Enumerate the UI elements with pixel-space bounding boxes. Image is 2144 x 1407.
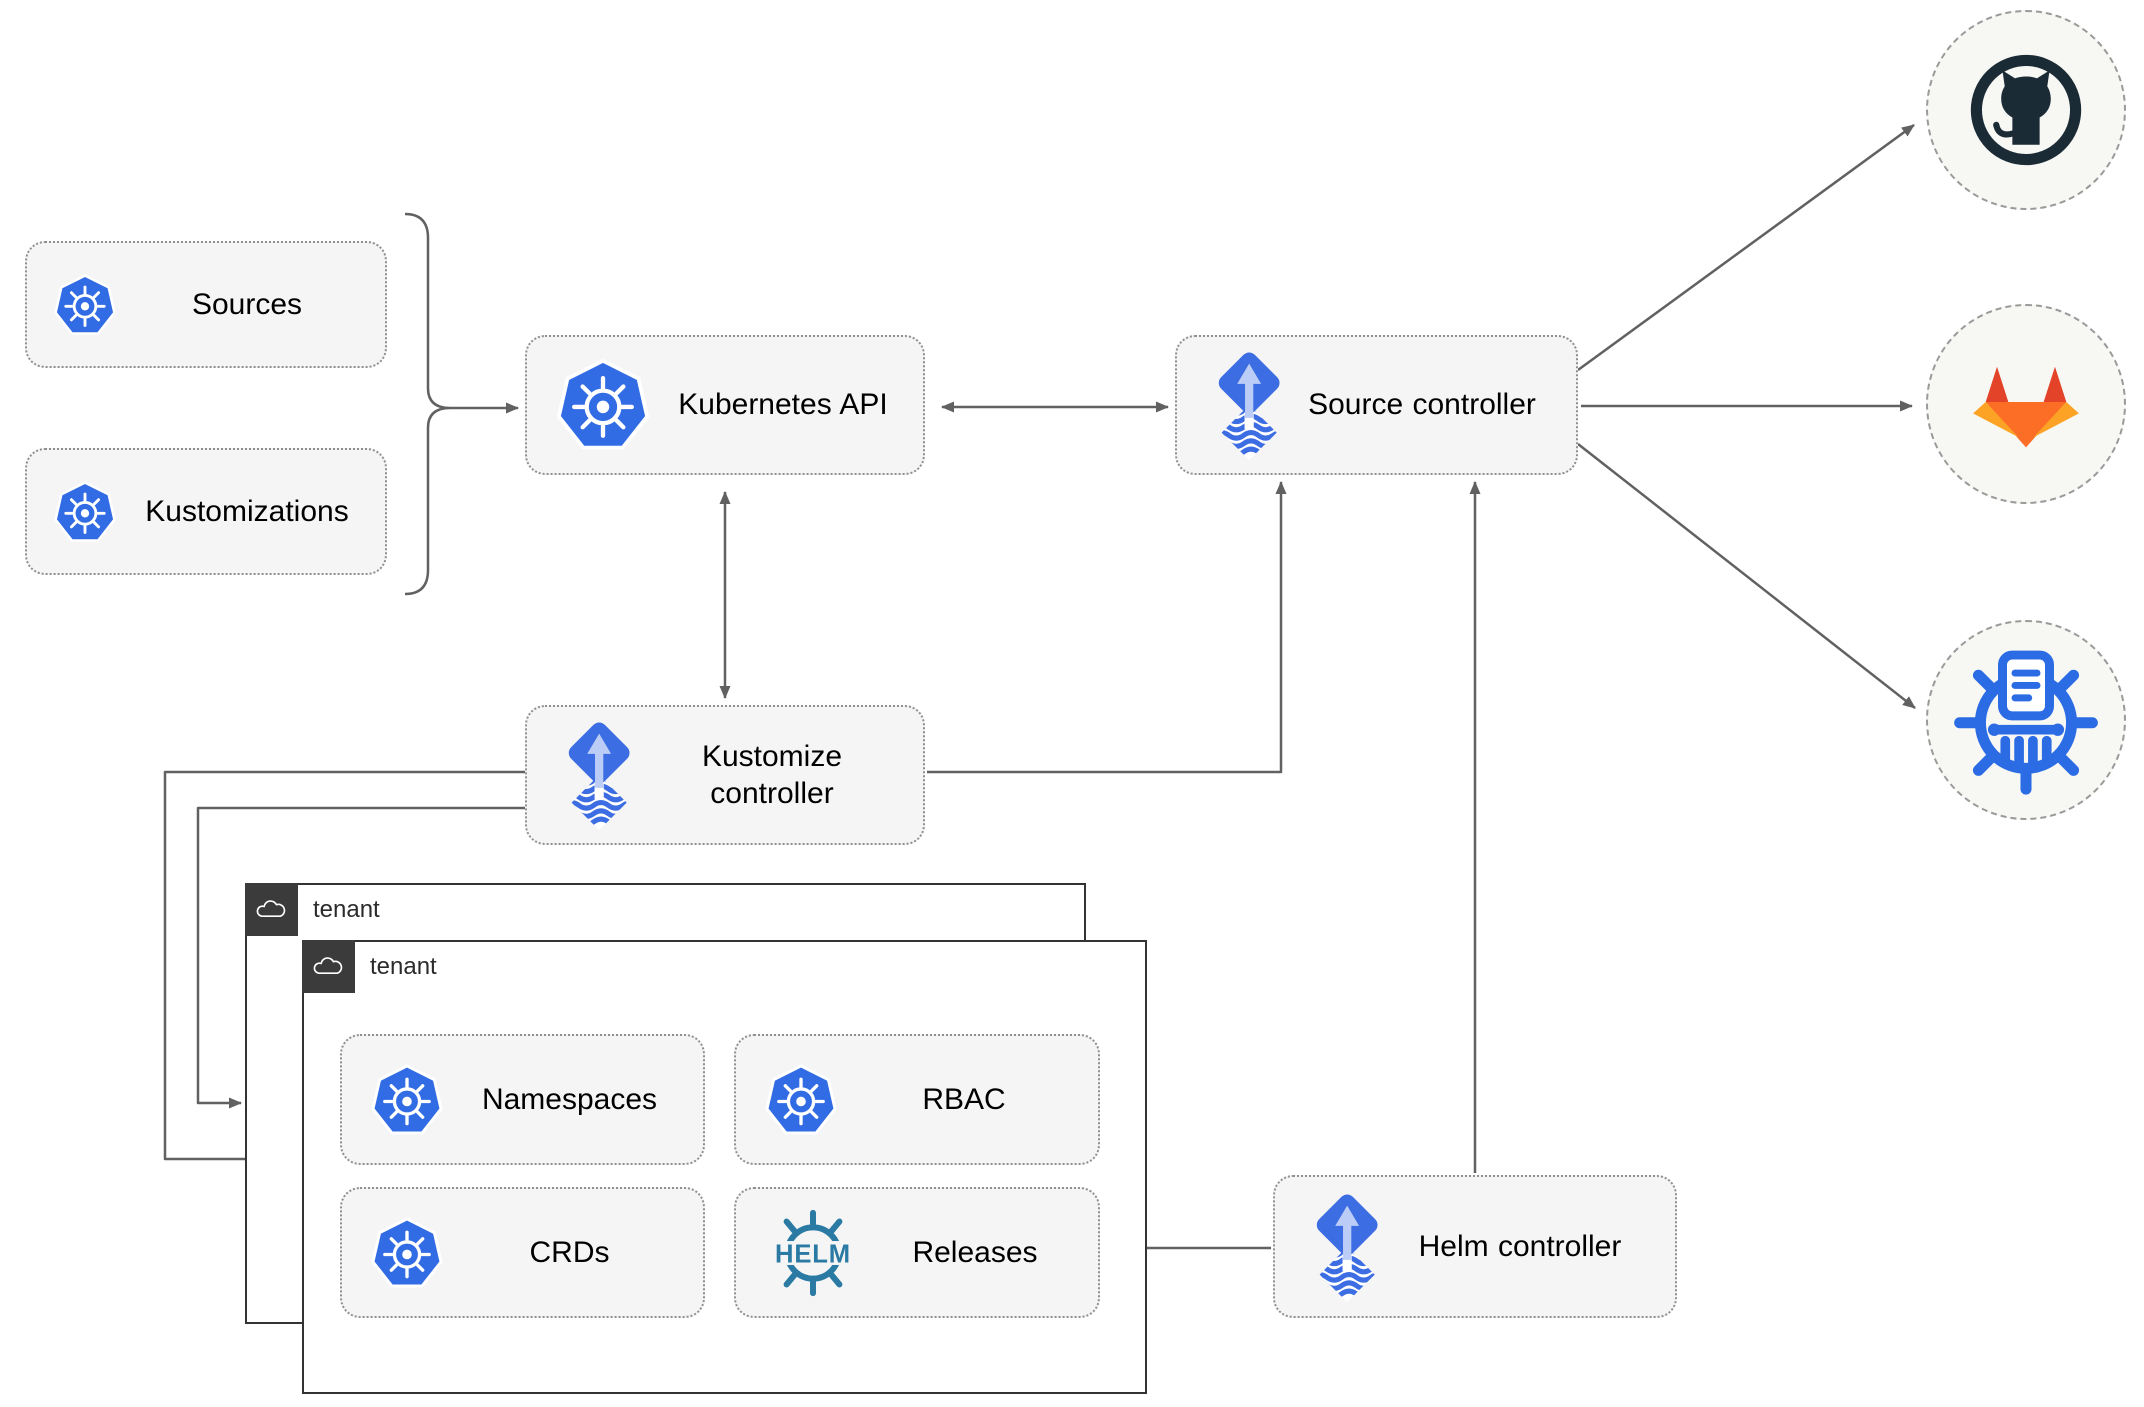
node-rbac: RBAC (734, 1034, 1100, 1165)
chartmuseum-icon (1954, 650, 2098, 795)
tenant-group-inner: tenant (301, 939, 1147, 1394)
node-kustomizations: Kustomizations (25, 448, 387, 575)
node-label: CRDs (529, 1235, 610, 1269)
node-label: Kustomize controller (701, 739, 843, 811)
github-octocat-icon (1970, 54, 2082, 166)
cloud-icon (253, 896, 289, 922)
kubernetes-icon (370, 1063, 444, 1137)
kubernetes-icon (555, 357, 651, 453)
tenant-label: tenant (313, 895, 380, 923)
tenant-tab (244, 882, 298, 936)
kubernetes-icon (764, 1063, 838, 1137)
kubernetes-icon (53, 480, 117, 544)
node-releases: HELM Releases (734, 1187, 1100, 1318)
flux-icon (555, 718, 647, 832)
brace-sources-group (404, 212, 451, 596)
helm-wheel-icon: HELM (768, 1209, 858, 1296)
node-source-controller: Source controller (1175, 335, 1578, 475)
kubernetes-icon (370, 1216, 444, 1290)
node-sources: Sources (25, 241, 387, 368)
cloud-icon (310, 953, 346, 979)
node-label: Kubernetes API (678, 388, 888, 422)
arrow-kustomizectrl-sourcectrl (927, 481, 1287, 774)
remote-chartmuseum (1926, 620, 2126, 820)
node-helm-controller: Helm controller (1273, 1175, 1677, 1318)
node-label: Helm controller (1418, 1229, 1622, 1263)
tenant-label: tenant (370, 952, 437, 980)
helm-logo-text: HELM (775, 1240, 851, 1268)
flux-icon (1205, 348, 1297, 462)
arrow-sourcectrl-chartmuseum (1577, 443, 1916, 709)
gitlab-fox-icon (1973, 366, 2079, 447)
arrow-sourcectrl-github (1577, 123, 1915, 372)
node-crds: CRDs (340, 1187, 705, 1318)
node-label: Source controller (1308, 388, 1536, 422)
remote-gitlab (1926, 304, 2126, 504)
flux-icon (1303, 1190, 1395, 1304)
tenant-tab (301, 939, 355, 993)
node-kustomize-controller: Kustomize controller (525, 705, 925, 845)
node-kubernetes-api: Kubernetes API (525, 335, 925, 475)
node-label: Sources (191, 287, 303, 321)
remote-github (1926, 10, 2126, 210)
kubernetes-icon (53, 273, 117, 337)
node-label: Kustomizations (145, 494, 349, 528)
node-label: Releases (912, 1235, 1038, 1269)
node-label: RBAC (922, 1082, 1006, 1116)
node-label: Namespaces (481, 1082, 658, 1116)
node-namespaces: Namespaces (340, 1034, 705, 1165)
